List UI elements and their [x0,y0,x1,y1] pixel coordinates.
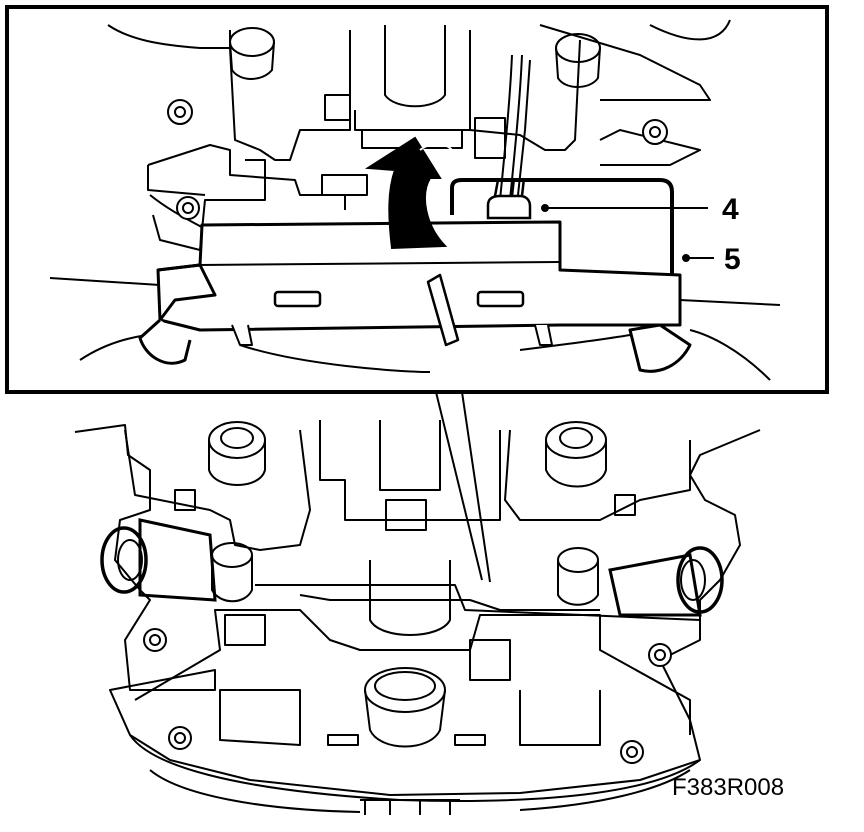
inset-housing [49,19,781,381]
left-pivot-bushing [100,518,217,602]
gear-selector-base-assembly [74,420,761,813]
wiring-connector [486,177,532,220]
inset-mounting-bolts [167,99,668,220]
floor-marks [360,799,460,815]
callout-label-4: 4 [722,193,739,226]
retaining-bracket [138,178,692,373]
figure-code: F383R008 [672,774,784,801]
mounting-bolts-lower [143,628,672,764]
right-pivot-bushing [608,546,724,617]
callout-5-dot [682,254,690,262]
callout-4-dot [541,204,549,212]
callout-label-5: 5 [724,243,741,276]
callout-leaders [541,204,714,262]
removal-direction-arrow-icon [364,136,453,250]
detail-inset: 4 5 [5,5,829,394]
detail-leader-lines [435,391,491,583]
